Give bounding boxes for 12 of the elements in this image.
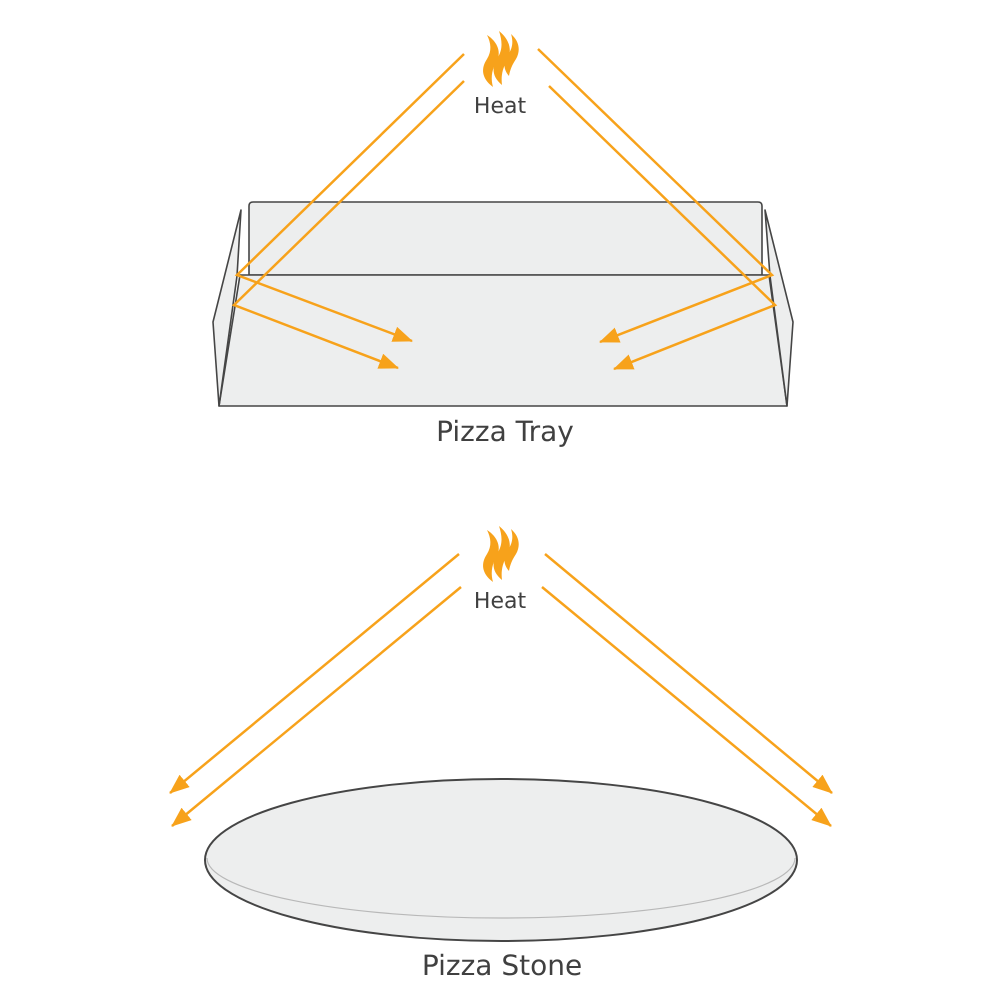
heat-ray-arrow (232, 80, 465, 370)
heat-ray-arrow (541, 586, 832, 827)
heat-ray-arrow (171, 586, 462, 827)
heat-ray-arrow (537, 48, 774, 344)
heat-ray-arrow (169, 553, 460, 794)
heat-ray-arrow (234, 53, 465, 342)
heat-label: Heat (474, 589, 526, 615)
heat-ray-arrow (548, 85, 778, 370)
tray-label: Pizza Tray (436, 416, 574, 448)
heat-ray-arrow (544, 553, 833, 794)
stone-label: Pizza Stone (422, 950, 582, 982)
heat-label: Heat (474, 94, 526, 120)
